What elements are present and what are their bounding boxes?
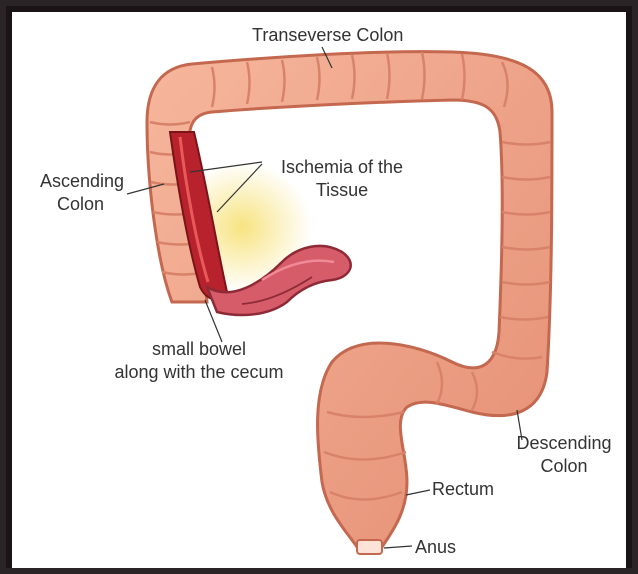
label-small-bowel-line1: small bowel — [84, 338, 314, 361]
label-ascending-colon-line1: Ascending — [12, 170, 124, 193]
label-small-bowel-line2: along with the cecum — [84, 361, 314, 384]
label-ischemia: Ischemia of the Tissue — [262, 156, 422, 202]
label-transverse-colon: Transeverse Colon — [252, 24, 403, 47]
label-descending-colon-line2: Colon — [504, 455, 624, 478]
diagram-canvas: Transeverse Colon Ascending Colon Ischem… — [12, 12, 626, 568]
label-small-bowel: small bowel along with the cecum — [84, 338, 314, 384]
label-rectum: Rectum — [432, 478, 494, 501]
label-ischemia-line2: Tissue — [262, 179, 422, 202]
anus-shape — [357, 540, 382, 554]
label-descending-colon: Descending Colon — [504, 432, 624, 478]
colon-illustration — [12, 12, 626, 568]
label-ischemia-line1: Ischemia of the — [262, 156, 422, 179]
label-descending-colon-line1: Descending — [504, 432, 624, 455]
label-anus: Anus — [415, 536, 456, 559]
colon-body — [147, 52, 552, 547]
label-ascending-colon-line2: Colon — [12, 193, 124, 216]
label-ascending-colon: Ascending Colon — [12, 170, 124, 216]
